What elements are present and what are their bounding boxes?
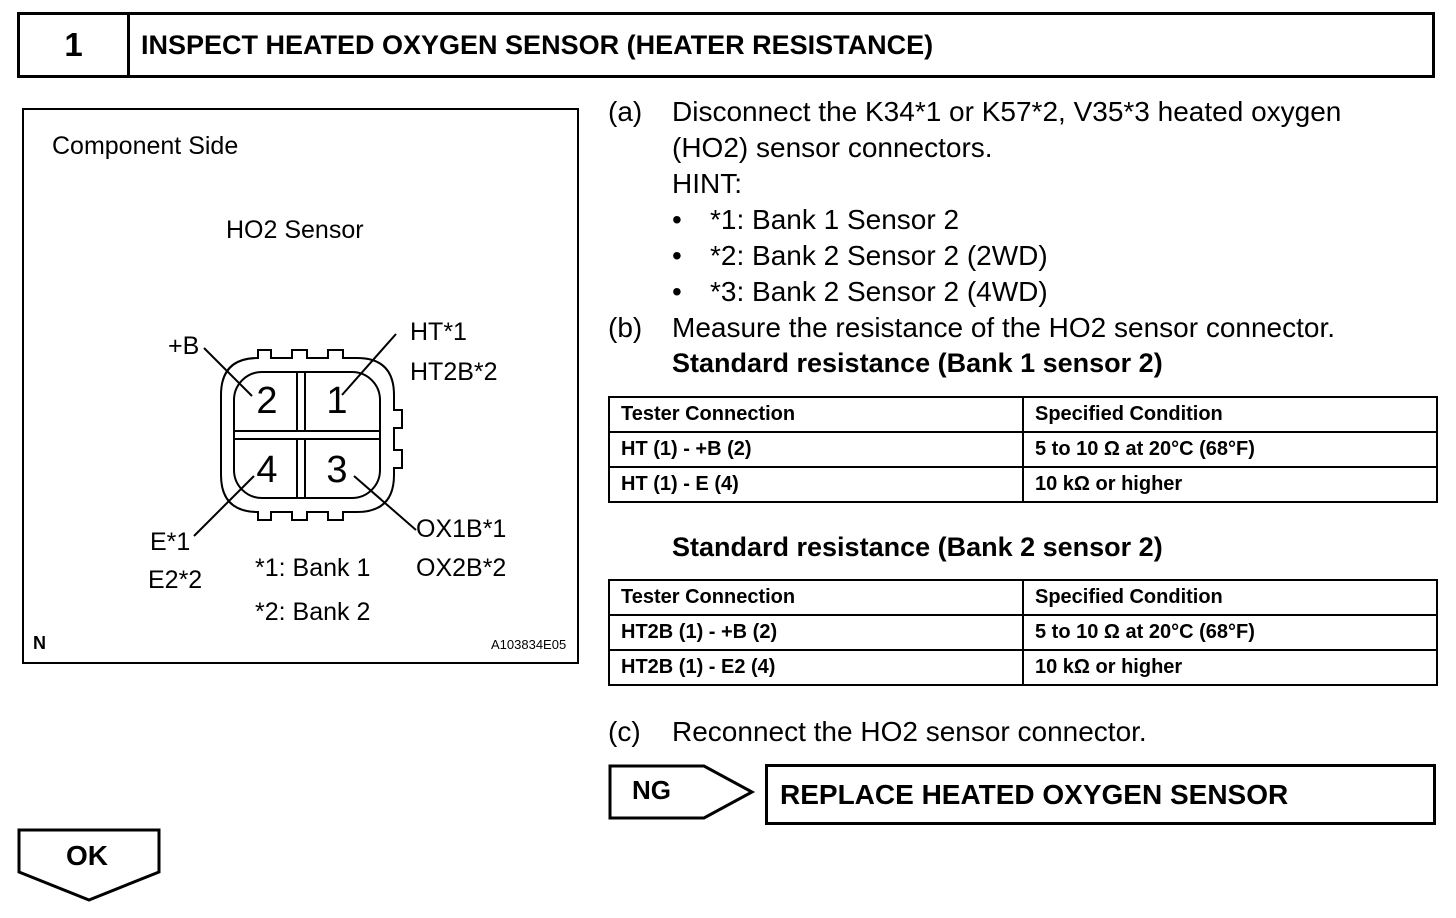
label-ht: HT*1 xyxy=(410,318,467,346)
bullet: • xyxy=(672,276,682,307)
figure-id: A103834E05 xyxy=(491,637,567,652)
table-header-cell: Tester Connection xyxy=(608,396,1024,433)
pin-2: 2 xyxy=(256,380,278,422)
label-plus-b: +B xyxy=(168,332,200,360)
step-b-text: Measure the resistance of the HO2 sensor… xyxy=(672,312,1336,343)
bullet: • xyxy=(672,204,682,235)
step-title: INSPECT HEATED OXYGEN SENSOR (HEATER RES… xyxy=(141,29,934,60)
step-b-letter: (b) xyxy=(608,312,643,343)
label-e2: E2*2 xyxy=(148,566,203,594)
label-bank2: *2: Bank 2 xyxy=(255,598,371,626)
ng-label: NG xyxy=(632,775,671,805)
label-ht2b: HT2B*2 xyxy=(410,358,498,386)
ng-arrow: NG xyxy=(608,764,758,825)
table-1-title: Standard resistance (Bank 1 sensor 2) xyxy=(672,348,1163,378)
hint-item: •*1: Bank 1 Sensor 2 xyxy=(672,202,1341,238)
table-cell: HT2B (1) - +B (2) xyxy=(608,614,1024,651)
label-ox1b: OX1B*1 xyxy=(416,515,507,543)
leader-ox xyxy=(353,475,417,531)
label-e: E*1 xyxy=(150,528,191,556)
spec-table-bank2: Tester Connection Specified Condition HT… xyxy=(608,579,1438,686)
ok-arrow-shape xyxy=(17,828,161,902)
hint-item: •*3: Bank 2 Sensor 2 (4WD) xyxy=(672,274,1341,310)
connector-outline xyxy=(220,349,403,521)
spec-table-bank1: Tester Connection Specified Condition HT… xyxy=(608,396,1438,503)
table-header-row: Tester Connection Specified Condition xyxy=(608,579,1438,616)
label-bank1: *1: Bank 1 xyxy=(255,554,371,582)
table-row: HT (1) - E (4) 10 kΩ or higher xyxy=(608,466,1438,503)
pin-1: 1 xyxy=(326,380,348,422)
connector-diagram: Component Side HO2 Sensor 2 1 4 3 +B HT*… xyxy=(22,108,579,664)
ok-arrow: OK xyxy=(17,828,163,907)
label-ox2b: OX2B*2 xyxy=(416,554,507,582)
ng-arrow-shape xyxy=(608,764,756,820)
table-cell: HT (1) - +B (2) xyxy=(608,431,1024,468)
step-a-line-2: (HO2) sensor connectors. xyxy=(672,132,993,163)
diagram-caption: Component Side xyxy=(52,132,239,160)
table-cell: 10 kΩ or higher xyxy=(1022,649,1438,686)
table-cell: 5 to 10 Ω at 20°C (68°F) xyxy=(1022,614,1438,651)
ng-action-box: REPLACE HEATED OXYGEN SENSOR xyxy=(765,764,1436,825)
hint-list: •*1: Bank 1 Sensor 2 •*2: Bank 2 Sensor … xyxy=(672,202,1341,310)
step-a-letter: (a) xyxy=(608,96,643,127)
connector-drawing xyxy=(193,333,417,537)
table-cell: HT2B (1) - E2 (4) xyxy=(608,649,1024,686)
pin-divider-horizontal xyxy=(233,430,381,440)
step-number: 1 xyxy=(20,15,130,75)
sensor-title: HO2 Sensor xyxy=(226,216,364,244)
step-a-line-1: Disconnect the K34*1 or K57*2, V35*3 hea… xyxy=(672,96,1342,127)
hint-item: •*2: Bank 2 Sensor 2 (2WD) xyxy=(672,238,1341,274)
table-row: HT2B (1) - E2 (4) 10 kΩ or higher xyxy=(608,649,1438,686)
table-header-cell: Specified Condition xyxy=(1022,579,1438,616)
table-cell: 5 to 10 Ω at 20°C (68°F) xyxy=(1022,431,1438,468)
step-header: 1 INSPECT HEATED OXYGEN SENSOR (HEATER R… xyxy=(17,12,1435,78)
step-c-text: Reconnect the HO2 sensor connector. xyxy=(672,716,1147,747)
table-header-row: Tester Connection Specified Condition xyxy=(608,396,1438,433)
table-cell: HT (1) - E (4) xyxy=(608,466,1024,503)
hint-label: HINT: xyxy=(672,168,742,199)
ok-label: OK xyxy=(66,840,108,871)
pin-4: 4 xyxy=(256,449,278,491)
step-c-letter: (c) xyxy=(608,716,641,747)
table-header-cell: Specified Condition xyxy=(1022,396,1438,433)
table-cell: 10 kΩ or higher xyxy=(1022,466,1438,503)
table-row: HT2B (1) - +B (2) 5 to 10 Ω at 20°C (68°… xyxy=(608,614,1438,651)
leader-ht xyxy=(341,333,397,396)
table-2-title: Standard resistance (Bank 2 sensor 2) xyxy=(672,532,1163,562)
pin-3: 3 xyxy=(326,449,348,491)
table-header-cell: Tester Connection xyxy=(608,579,1024,616)
corner-mark: N xyxy=(33,633,46,653)
step-a-text: Disconnect the K34*1 or K57*2, V35*3 hea… xyxy=(672,94,1341,310)
leader-plus-b xyxy=(203,347,253,397)
bullet: • xyxy=(672,240,682,271)
table-row: HT (1) - +B (2) 5 to 10 Ω at 20°C (68°F) xyxy=(608,431,1438,468)
leader-e xyxy=(193,475,255,537)
